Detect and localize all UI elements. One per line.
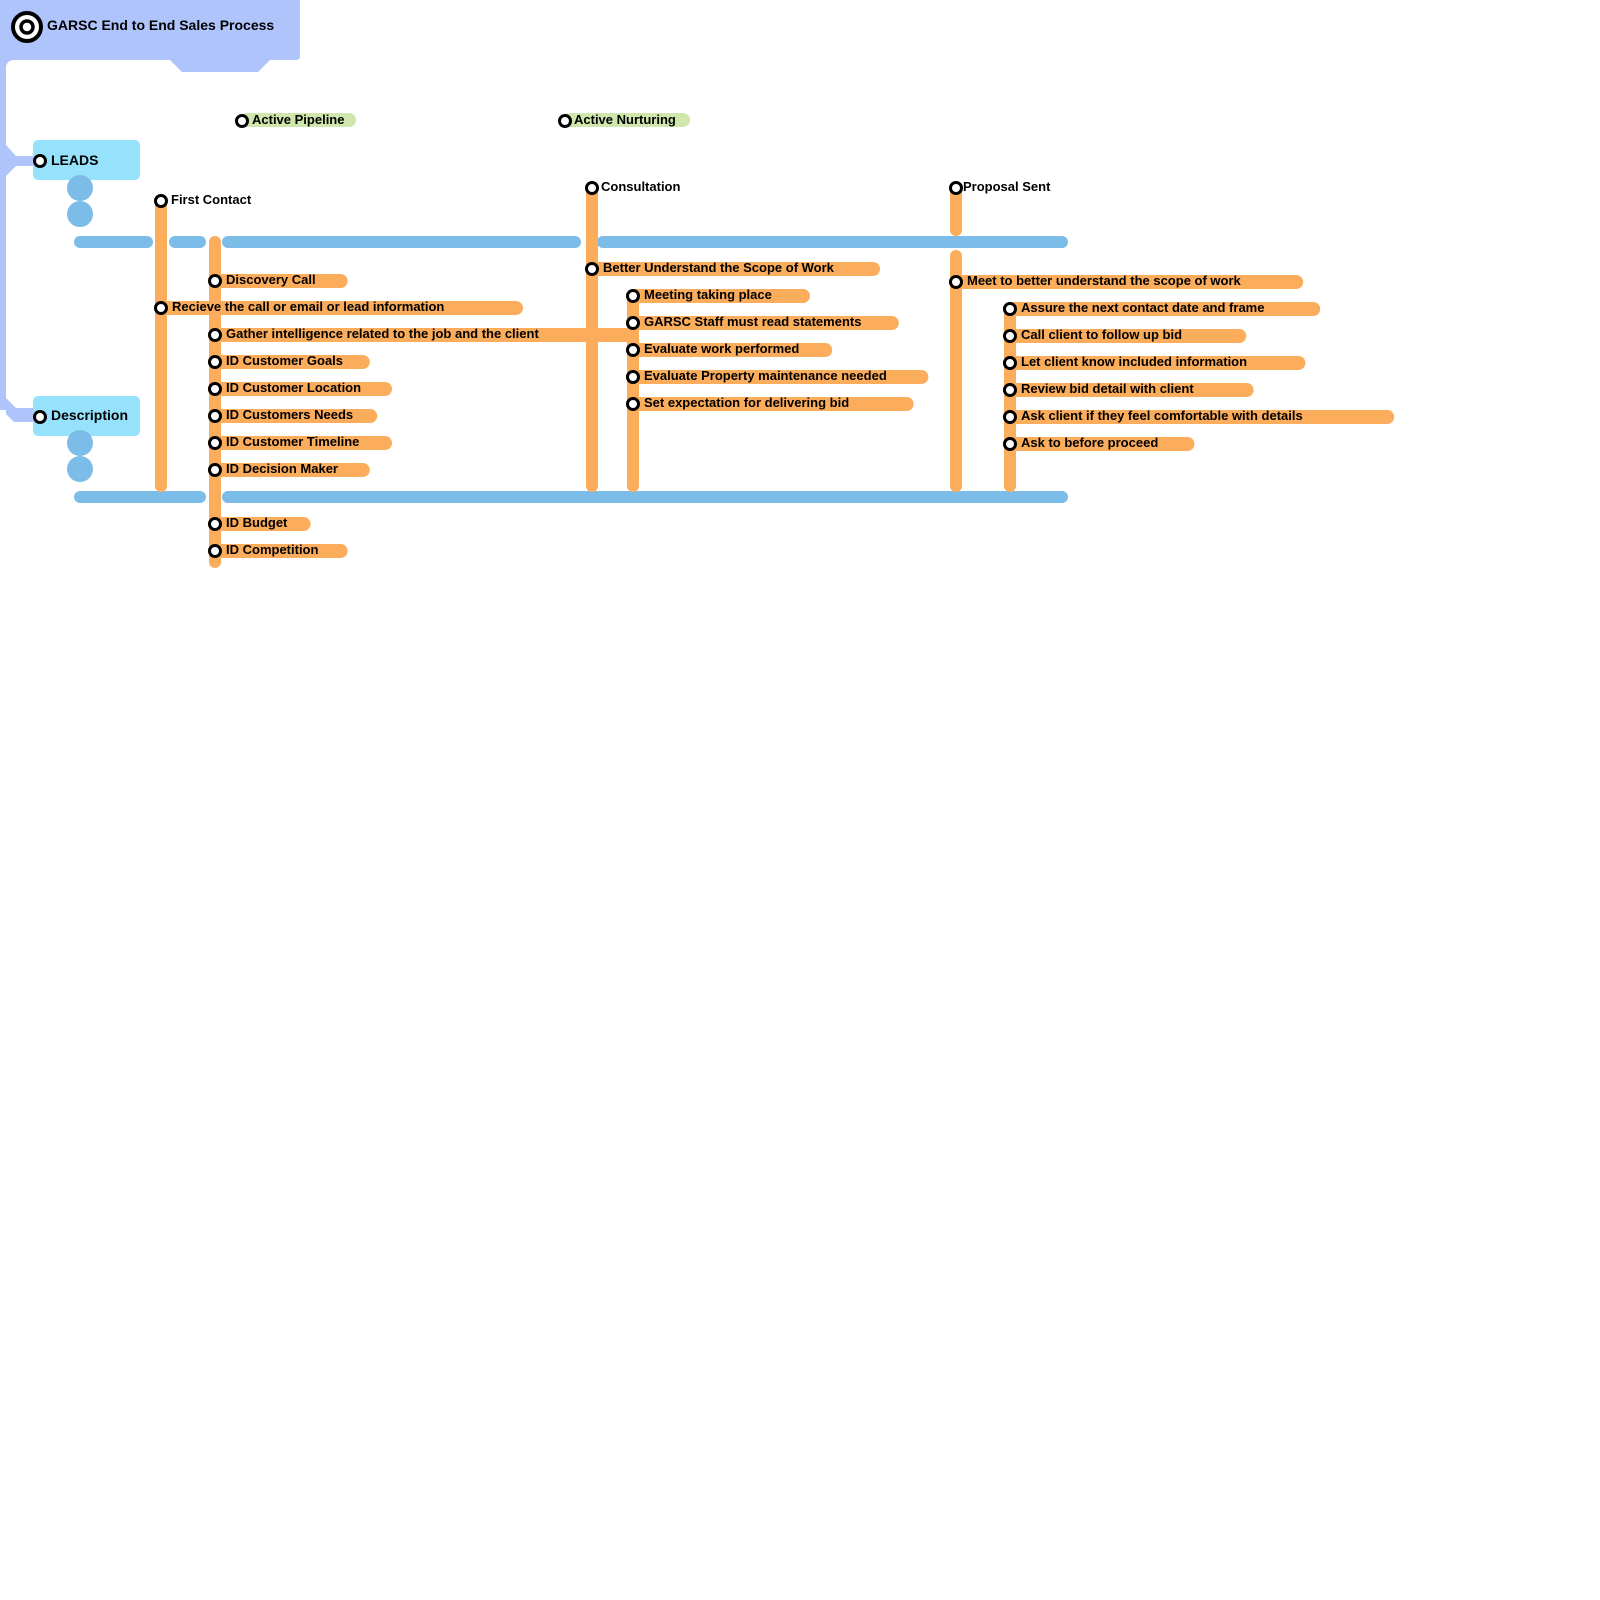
item-node[interactable]: [208, 463, 222, 477]
item-label[interactable]: Assure the next contact date and frame: [1021, 300, 1265, 315]
item-node[interactable]: [208, 544, 222, 558]
item-node[interactable]: [1003, 356, 1017, 370]
item-node[interactable]: [949, 275, 963, 289]
item-label[interactable]: Evaluate Property maintenance needed: [644, 368, 887, 383]
item-node[interactable]: [154, 301, 168, 315]
item-node[interactable]: [208, 274, 222, 288]
item-node[interactable]: [626, 343, 640, 357]
tag-active-pipeline[interactable]: Active Pipeline: [252, 112, 345, 127]
item-label[interactable]: Let client know included information: [1021, 354, 1248, 369]
tag-node[interactable]: [235, 114, 249, 128]
item-node[interactable]: [626, 289, 640, 303]
stage-first-contact[interactable]: First Contact: [171, 192, 252, 207]
stage-node[interactable]: [949, 181, 963, 195]
item-label[interactable]: Discovery Call: [226, 272, 316, 287]
section-bubble: [67, 430, 93, 456]
item-label[interactable]: Call client to follow up bid: [1021, 327, 1183, 342]
root-topic-shape[interactable]: [0, 0, 300, 410]
section-bubble: [67, 175, 93, 201]
item-label[interactable]: Better Understand the Scope of Work: [603, 260, 834, 275]
item-node[interactable]: [208, 328, 222, 342]
section-box-description[interactable]: [33, 396, 140, 436]
item-label[interactable]: Evaluate work performed: [644, 341, 800, 356]
item-label[interactable]: ID Competition: [226, 542, 319, 557]
section-box-leads[interactable]: [33, 140, 140, 180]
item-node[interactable]: [1003, 410, 1017, 424]
item-node[interactable]: [626, 316, 640, 330]
item-label[interactable]: ID Customers Needs: [226, 407, 354, 422]
item-label[interactable]: ID Customer Location: [226, 380, 362, 395]
item-node[interactable]: [1003, 329, 1017, 343]
stage-node[interactable]: [154, 194, 168, 208]
item-node[interactable]: [585, 262, 599, 276]
item-node[interactable]: [626, 370, 640, 384]
tag-pill-active-pipeline[interactable]: [240, 113, 356, 127]
item-label[interactable]: GARSC Staff must read statements: [644, 314, 862, 329]
item-label[interactable]: Ask to before proceed: [1021, 435, 1159, 450]
root-title[interactable]: GARSC End to End Sales Process: [47, 17, 275, 33]
stage-consultation[interactable]: Consultation: [601, 179, 681, 194]
tag-node[interactable]: [558, 114, 572, 128]
item-node[interactable]: [1003, 302, 1017, 316]
item-node[interactable]: [208, 382, 222, 396]
tag-pill-active-nurturing[interactable]: [562, 113, 690, 127]
item-node[interactable]: [626, 397, 640, 411]
item-node[interactable]: [208, 436, 222, 450]
section-description[interactable]: Description: [51, 407, 129, 423]
item-node[interactable]: [1003, 383, 1017, 397]
stage-proposal-sent[interactable]: Proposal Sent: [963, 179, 1051, 194]
item-label[interactable]: ID Budget: [226, 515, 288, 530]
item-label[interactable]: Meeting taking place: [644, 287, 772, 302]
item-label[interactable]: Gather intelligence related to the job a…: [226, 326, 539, 341]
item-node[interactable]: [1003, 437, 1017, 451]
tag-active-nurturing[interactable]: Active Nurturing: [574, 112, 676, 127]
item-node[interactable]: [208, 355, 222, 369]
item-label[interactable]: Ask client if they feel comfortable with…: [1021, 408, 1303, 423]
item-label[interactable]: ID Decision Maker: [226, 461, 338, 476]
item-label[interactable]: ID Customer Timeline: [226, 434, 360, 449]
section-node[interactable]: [33, 154, 47, 168]
item-label[interactable]: Review bid detail with client: [1021, 381, 1194, 396]
section-bubble: [67, 201, 93, 227]
target-icon: [11, 11, 43, 43]
item-label[interactable]: Meet to better understand the scope of w…: [967, 273, 1241, 288]
item-node[interactable]: [208, 517, 222, 531]
section-bubble: [67, 456, 93, 482]
section-leads[interactable]: LEADS: [51, 152, 99, 168]
item-label[interactable]: ID Customer Goals: [226, 353, 344, 368]
item-node[interactable]: [208, 409, 222, 423]
stage-node[interactable]: [585, 181, 599, 195]
root-connector-description: [6, 398, 34, 422]
root-connector-leads: [6, 145, 34, 176]
section-node[interactable]: [33, 410, 47, 424]
item-label[interactable]: Set expectation for delivering bid: [644, 395, 850, 410]
item-label[interactable]: Recieve the call or email or lead inform…: [172, 299, 445, 314]
